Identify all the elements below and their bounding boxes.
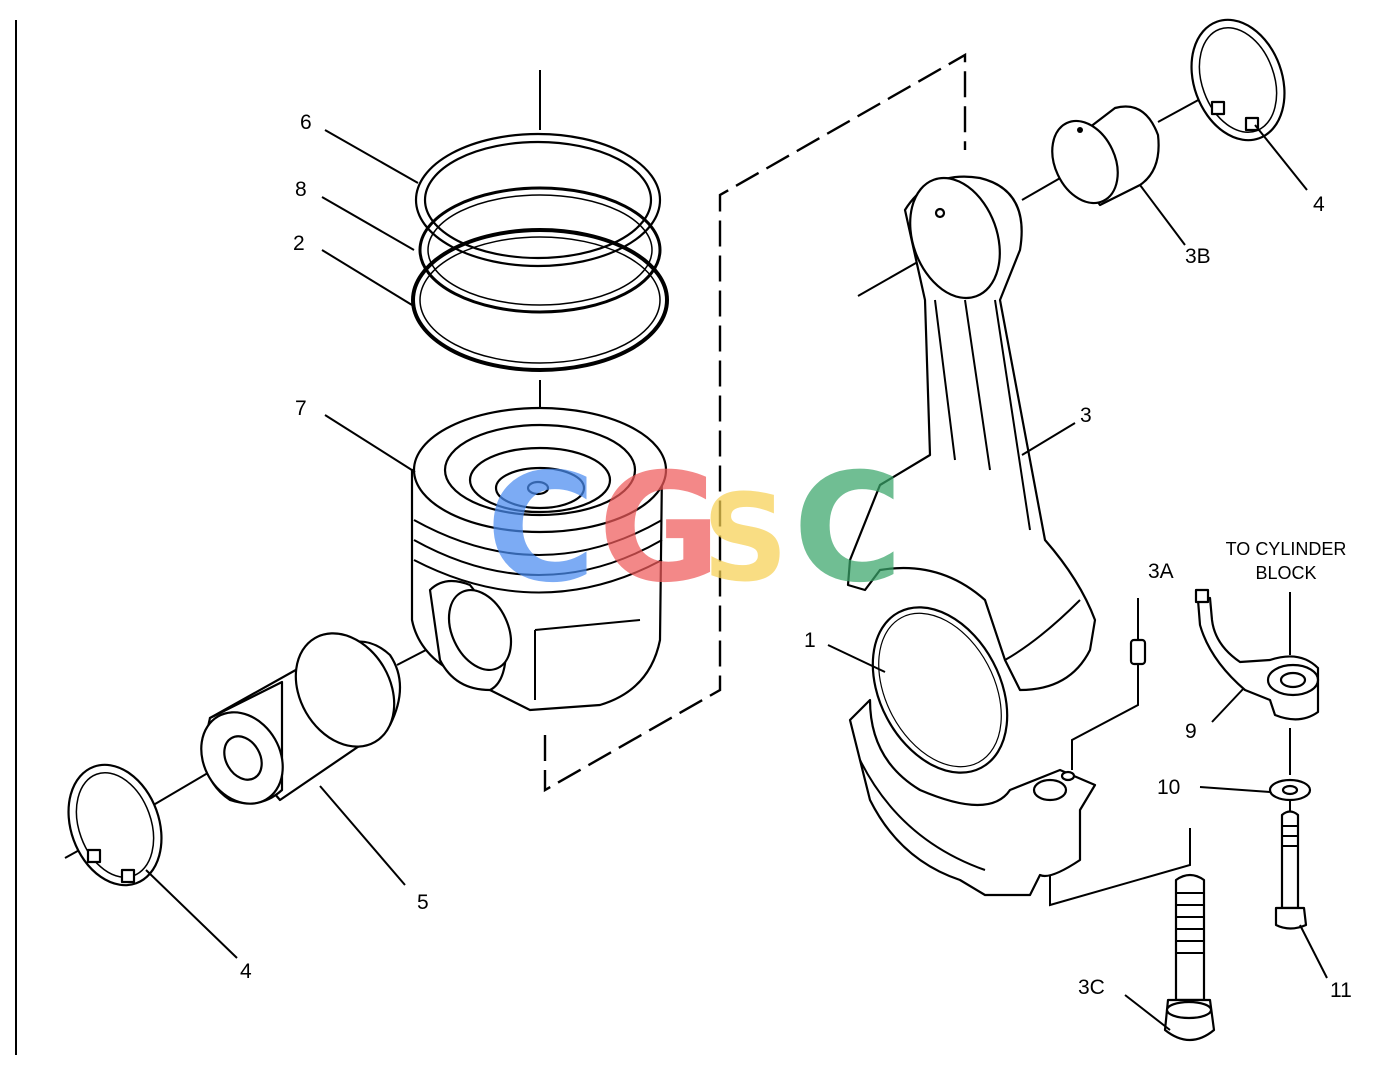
- cooling-jet: [1194, 588, 1320, 721]
- note-line-1: TO CYLINDER: [1226, 539, 1347, 559]
- rod-bolt: [1163, 873, 1216, 1042]
- callout-3C: 3C: [1078, 976, 1105, 999]
- callout-3B: 3B: [1185, 245, 1211, 268]
- retaining-ring-left: [67, 763, 163, 887]
- pin-bushing: [1051, 105, 1160, 207]
- piston-ring-top: [414, 132, 662, 268]
- jet-bolt: [1274, 810, 1308, 930]
- callout-6: 6: [300, 111, 312, 134]
- callout-labels: 6 8 2 7 5 4 4 3B 3 3A 1 9 10 11 3C: [240, 111, 1352, 1002]
- watermark-letter-3: S: [702, 470, 788, 609]
- piston-ring-bottom: [411, 228, 669, 372]
- callout-3: 3: [1080, 404, 1092, 427]
- rod-bearing: [871, 606, 1009, 774]
- connecting-rod: [846, 175, 1097, 897]
- callout-3A: 3A: [1148, 560, 1174, 583]
- callout-11: 11: [1330, 979, 1352, 1002]
- callout-10: 10: [1157, 776, 1180, 799]
- callout-2: 2: [293, 232, 305, 255]
- callout-9: 9: [1185, 720, 1197, 743]
- watermark-letter-4: C: [793, 442, 903, 616]
- callout-5: 5: [417, 891, 429, 914]
- callout-7: 7: [295, 397, 307, 420]
- to-cylinder-block-note: TO CYLINDER BLOCK: [1226, 539, 1347, 583]
- callout-1: 1: [804, 629, 816, 652]
- callout-4-right: 4: [1313, 193, 1325, 216]
- leader-lines: [145, 124, 1328, 1031]
- piston: [410, 406, 668, 712]
- dowel-pin: [1129, 638, 1147, 666]
- washer: [1268, 778, 1312, 802]
- callout-8: 8: [295, 178, 307, 201]
- piston-pin: [200, 632, 401, 805]
- note-line-2: BLOCK: [1255, 563, 1316, 583]
- watermark-logo: C G S C: [486, 442, 903, 616]
- retaining-ring-right: [1190, 18, 1286, 142]
- callout-4-left: 4: [240, 960, 252, 983]
- piston-ring-middle: [418, 186, 662, 314]
- watermark-letter-1: C: [486, 442, 596, 616]
- watermark-letter-2: G: [598, 442, 721, 616]
